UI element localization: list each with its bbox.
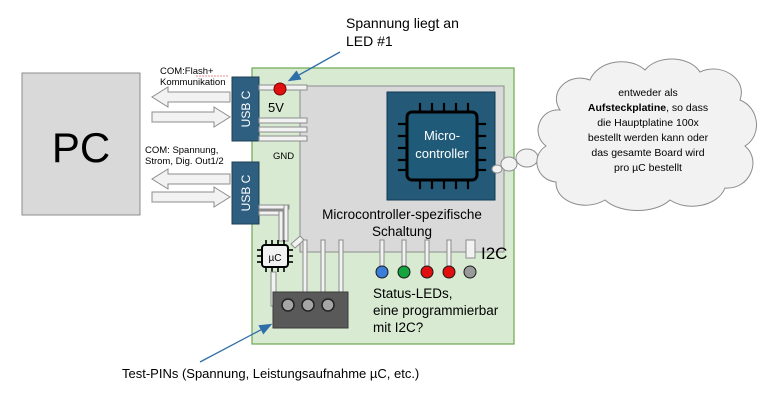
arrow-usb-to-pc-top xyxy=(151,86,231,108)
led-callout-arrow xyxy=(287,51,341,82)
mcu-chip-label-2: controller xyxy=(415,146,469,161)
thought-cloud xyxy=(536,58,757,211)
test-pin-sockets xyxy=(281,298,335,312)
test-pins-label: Test-PINs (Spannung, Leistungsaufnahme µ… xyxy=(122,366,419,381)
usb-to-uc-wire-fill xyxy=(258,204,290,242)
power-led-1 xyxy=(273,82,287,96)
small-uc-chip xyxy=(261,244,289,268)
usb-c-top xyxy=(231,76,260,142)
arrow-pc-to-usb-bottom xyxy=(151,186,231,208)
status-leds-line-3: mit I2C? xyxy=(373,320,423,335)
status-led-green xyxy=(397,265,411,279)
cloud-line-2-rest: , so dass xyxy=(666,102,708,114)
com-bottom-label-2: Strom, Dig. Out1/2 xyxy=(145,156,224,167)
com-bottom-label-1: COM: Spannung, xyxy=(145,145,218,156)
status-leds-line-2: eine programmierbar xyxy=(373,303,499,318)
mcu-chip-label-1: Micro- xyxy=(424,128,460,143)
led-callout-line-1: Spannung liegt an xyxy=(346,15,459,31)
cloud-line-5: das gesamte Board wird xyxy=(591,147,704,159)
cloud-line-2-bold: Aufsteckplatine xyxy=(588,102,666,114)
cloud-line-2: Aufsteckplatine, so dass xyxy=(588,102,708,114)
usb-c-bottom-label: USB C xyxy=(239,174,253,211)
mcu-section-label-2: Schaltung xyxy=(372,224,432,239)
thought-bubble-medium xyxy=(500,156,518,172)
small-uc-label: µC xyxy=(269,253,282,264)
arrow-usb-to-pc-bottom xyxy=(151,168,231,190)
pc-box xyxy=(21,72,141,216)
status-led-red-1 xyxy=(420,265,434,279)
voltage-label: 5V xyxy=(268,100,284,115)
com-top-label-2: Kommunikation xyxy=(160,77,225,88)
led-callout-line-2: LED #1 xyxy=(346,33,393,49)
i2c-label: I2C xyxy=(481,244,507,263)
mcu-chip xyxy=(405,110,479,182)
gnd-label: GND xyxy=(273,151,294,162)
mcu-section-label-1: Microcontroller-spezifische xyxy=(322,207,482,222)
thought-bubble-small xyxy=(491,164,503,174)
com-top-label-1: COM:Flash+ xyxy=(160,66,214,77)
pc-label: PC xyxy=(52,124,110,171)
cloud-line-4: bestellt werden kann oder xyxy=(588,132,709,144)
test-pins-callout-arrow xyxy=(199,323,273,363)
status-led-red-2 xyxy=(442,265,456,279)
usb-c-top-label: USB C xyxy=(239,90,253,127)
cloud-line-3: die Hauptplatine 100x xyxy=(597,117,699,129)
status-led-grey xyxy=(463,265,477,279)
status-led-blue xyxy=(375,265,389,279)
status-leds-line-1: Status-LEDs, xyxy=(373,286,453,301)
usb-c-bottom xyxy=(231,161,260,225)
arrow-pc-to-usb-top xyxy=(151,106,231,128)
cloud-line-1: entweder als xyxy=(618,87,678,99)
thought-bubble-large xyxy=(515,148,539,168)
cloud-line-6: pro µC bestellt xyxy=(614,162,682,174)
